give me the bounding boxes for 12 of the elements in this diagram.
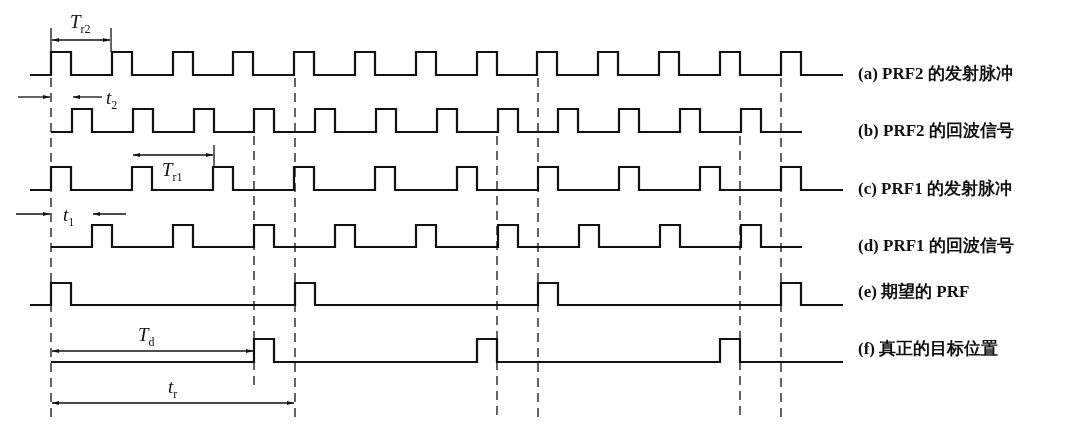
signal-label: (b) PRF2 的回波信号 [858, 122, 1014, 139]
signal-label: (f) 真正的目标位置 [858, 340, 999, 357]
time-symbol: t$_{2}$ [106, 88, 118, 111]
time-symbol: T$_{r1}$ [162, 160, 183, 183]
signal-label: (a) PRF2 的发射脉冲 [858, 65, 1013, 82]
time-symbol: T$_{d}$ [138, 325, 155, 348]
signal-label: (d) PRF1 的回波信号 [858, 237, 1014, 254]
signal-label: (e) 期望的 PRF [858, 283, 970, 300]
time-symbol: T$_{r2}$ [70, 12, 91, 35]
time-symbol: t$_{r}$ [168, 377, 178, 400]
time-symbol: t$_{1}$ [63, 205, 75, 228]
signal-label: (c) PRF1 的发射脉冲 [858, 180, 1012, 197]
